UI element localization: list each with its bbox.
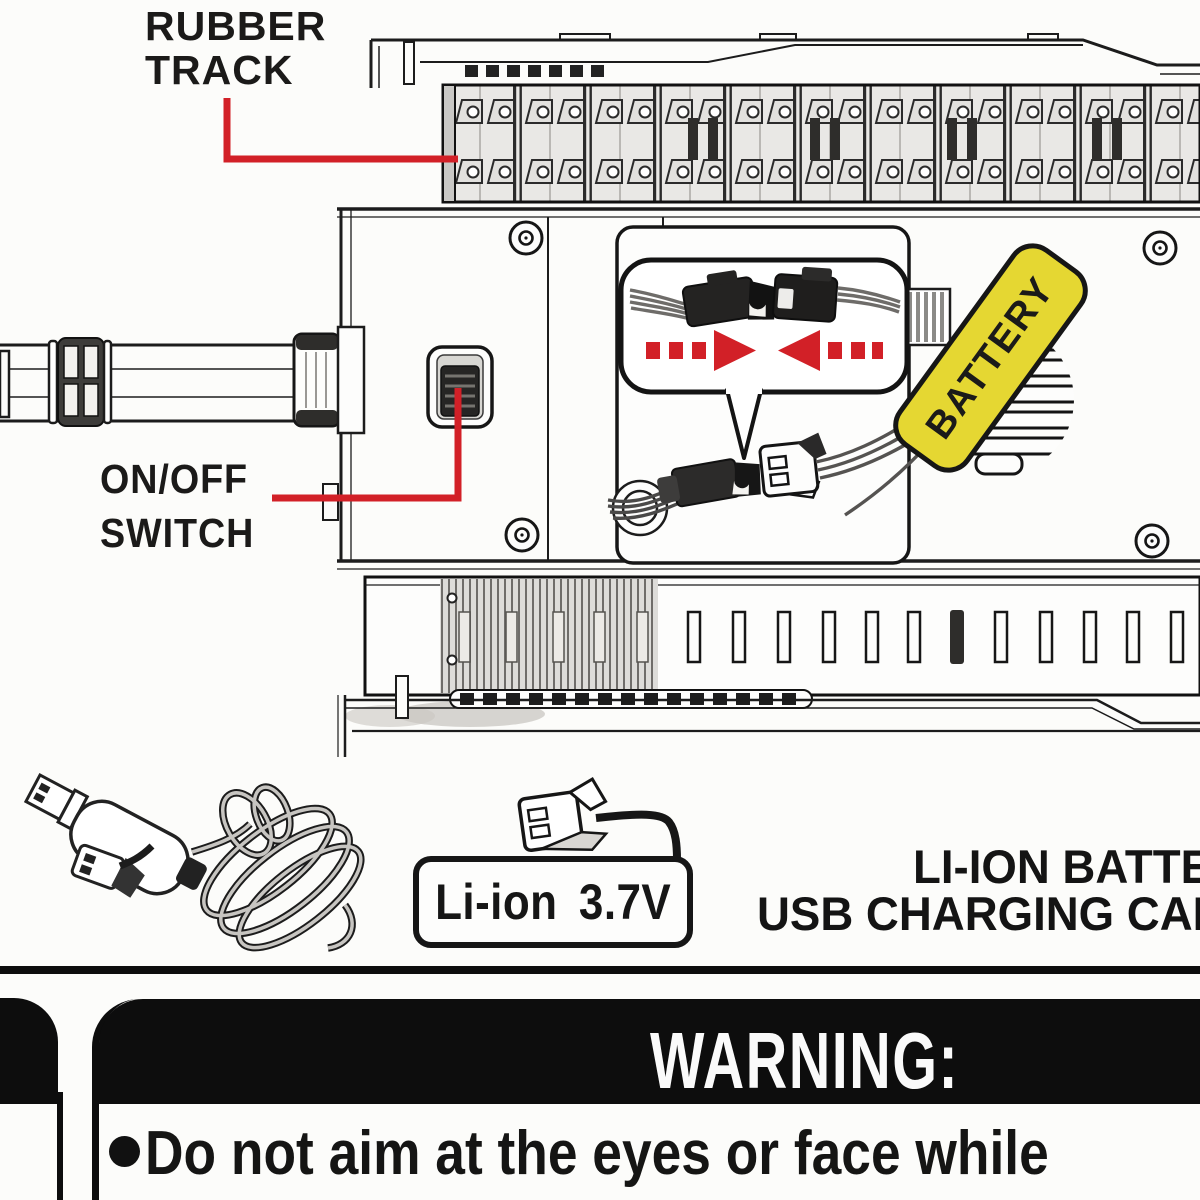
left-warning-box-header (0, 998, 58, 1104)
leader-lines (223, 98, 462, 502)
on-off-switch-callout-line2: SWITCH (100, 510, 255, 557)
track-slots-dark (688, 118, 1122, 160)
rubber-track-callout-line2: TRACK (145, 47, 294, 94)
liion-spec-label: Li-ion 3.7V (434, 874, 672, 930)
leader-rubber-track (223, 98, 458, 163)
warning-title: WARNING: (650, 1016, 960, 1105)
tank-plug-male (657, 458, 761, 508)
hull-bottom-outline (337, 675, 1200, 757)
liion-spec-box: Li-ion 3.7V (413, 856, 693, 948)
leader-on-off-switch (272, 388, 462, 502)
battery-plug-female (758, 432, 827, 499)
inset-plug-left (681, 270, 776, 328)
liion-battery-plug (517, 777, 681, 861)
rubber-track-bottom (345, 575, 1200, 727)
warning-bullet-1: Do not aim at the eyes or face while (145, 1119, 1049, 1188)
speaker-tab (974, 452, 1024, 476)
rubber-track-callout-line1: RUBBER (145, 3, 327, 49)
hull-top-outline (369, 33, 1200, 88)
parts-caption-line2: USB CHARGING CABLE (757, 887, 1200, 940)
left-warning-box-border (57, 1092, 63, 1200)
rubber-track-top (441, 65, 1200, 204)
bullet-dot (109, 1136, 140, 1167)
warning-bullet-2: Do not (145, 1192, 314, 1200)
on-off-switch-callout: ON/OFF SWITCH (100, 452, 254, 560)
usb-charging-cable-art (23, 772, 365, 952)
hull-screws (504, 220, 1178, 559)
push-together-arrows (646, 330, 883, 371)
parts-caption-line1: LI-ION BATTERY (913, 840, 1200, 893)
section-divider (0, 966, 1200, 974)
gun-barrel (0, 325, 366, 435)
warning-panel: WARNING: Do not aim at the eyes or face … (92, 999, 1200, 1200)
connector-inset-bubble (618, 257, 910, 460)
on-off-switch-callout-line1: ON/OFF (100, 456, 249, 502)
rubber-track-callout: RUBBER TRACK (145, 4, 326, 93)
warning-content: Do not aim at the eyes or face while Do … (99, 1104, 1200, 1200)
inset-plug-right (772, 266, 839, 323)
warning-header: WARNING: (99, 999, 1200, 1105)
